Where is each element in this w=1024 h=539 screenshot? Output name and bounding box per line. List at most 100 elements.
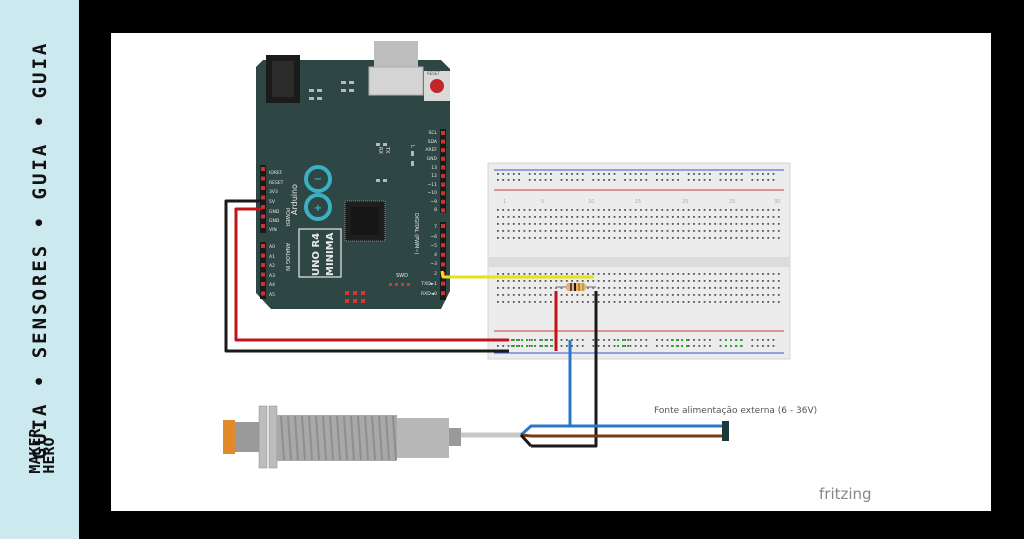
breadboard-hole — [666, 237, 669, 239]
breadboard-hole — [555, 223, 558, 225]
breadboard-hole — [714, 301, 717, 303]
breadboard-hole — [762, 173, 764, 175]
breadboard-hole — [666, 301, 669, 303]
breadboard-hole — [629, 209, 632, 211]
breadboard-hole — [656, 223, 658, 225]
digital-header-bottom — [440, 222, 446, 300]
breadboard-hole — [682, 287, 685, 289]
breadboard-hole — [634, 294, 637, 296]
breadboard-hole — [634, 287, 637, 289]
digital-header-top — [440, 129, 446, 213]
pin-label: 8 — [434, 207, 437, 213]
header-pin — [441, 224, 445, 228]
breadboard-hole — [772, 273, 775, 275]
sensor-wires — [519, 424, 723, 448]
breadboard-hole — [608, 273, 611, 275]
breadboard-hole-active — [681, 339, 683, 341]
breadboard-hole — [528, 209, 531, 211]
breadboard-hole — [661, 280, 664, 282]
breadboard-hole — [502, 273, 505, 275]
breadboard-hole — [576, 237, 579, 239]
breadboard-hole — [671, 223, 674, 225]
digital-pin-labels-top: SCL SDA AREF GND 13 12 ~11 ~10 ~9 8 — [425, 130, 438, 213]
breadboard-hole — [640, 280, 642, 282]
sensor-wire-brown — [520, 433, 723, 438]
breadboard-hole — [518, 294, 520, 296]
breadboard-hole — [539, 345, 542, 347]
breadboard-hole-active — [676, 339, 678, 341]
breadboard-hole — [539, 173, 542, 175]
breadboard-hole — [539, 294, 542, 296]
breadboard-hole — [645, 287, 648, 289]
breadboard-hole — [724, 179, 727, 181]
breadboard-hole — [640, 209, 642, 211]
breadboard-hole-active — [627, 345, 629, 347]
breadboard-hole — [544, 237, 547, 239]
breadboard-hole — [544, 280, 547, 282]
breadboard-hole — [518, 237, 520, 239]
breadboard-hole — [592, 273, 595, 275]
breadboard-hole — [714, 223, 717, 225]
breadboard-hole — [682, 280, 685, 282]
breadboard-hole — [597, 280, 600, 282]
breadboard-hole — [698, 237, 701, 239]
breadboard-hole — [735, 179, 738, 181]
sensor-thread-lines — [280, 415, 397, 461]
breadboard-hole — [624, 280, 626, 282]
breadboard-hole — [730, 216, 732, 218]
breadboard-hole — [709, 230, 711, 232]
breadboard-hole — [560, 294, 563, 296]
breadboard-hole — [634, 173, 637, 175]
breadboard-hole — [528, 173, 531, 175]
thread-line — [343, 415, 348, 461]
breadboard-hole-active — [511, 339, 513, 341]
breadboard-hole — [497, 280, 499, 282]
breadboard-hole — [603, 216, 605, 218]
sensor-nut — [268, 405, 278, 469]
breadboard-hole — [629, 237, 632, 239]
thread-line — [301, 415, 306, 461]
breadboard-hole — [608, 209, 611, 211]
breadboard-hole — [693, 223, 695, 225]
pin-label: 5V — [269, 199, 276, 205]
breadboard-hole — [772, 230, 775, 232]
breadboard-hole — [581, 345, 584, 347]
breadboard-hole — [740, 173, 743, 175]
sensor-body — [397, 418, 449, 458]
power-connector — [722, 421, 729, 441]
breadboard-hole — [507, 173, 510, 175]
breadboard-hole — [544, 301, 547, 303]
header-pin — [261, 291, 265, 296]
header-pin — [441, 139, 445, 144]
breadboard-hole — [518, 301, 520, 303]
breadboard-hole — [735, 173, 738, 175]
breadboard-hole — [603, 273, 605, 275]
breadboard-hole — [756, 339, 759, 341]
breadboard-hole — [534, 301, 536, 303]
breadboard-hole — [724, 223, 727, 225]
breadboard-hole — [709, 179, 711, 181]
breadboard-hole — [677, 287, 679, 289]
pin-label: 4 — [434, 252, 437, 258]
pin-label: GND — [427, 156, 438, 162]
breadboard-hole — [634, 339, 637, 341]
logo-plus: + — [314, 203, 322, 214]
breadboard-hole — [656, 216, 658, 218]
breadboard-hole — [740, 280, 743, 282]
breadboard-hole-active — [686, 345, 688, 347]
breadboard-hole — [666, 280, 669, 282]
breadboard-hole — [502, 179, 505, 181]
breadboard-hole — [576, 179, 579, 181]
breadboard-hole — [645, 280, 648, 282]
breadboard-hole — [544, 216, 547, 218]
breadboard-hole — [518, 209, 520, 211]
breadboard-hole — [709, 287, 711, 289]
breadboard-hole — [719, 339, 722, 341]
breadboard-hole — [512, 339, 515, 341]
breadboard-hole — [539, 230, 542, 232]
breadboard-hole — [512, 216, 515, 218]
swd-label: SWD — [396, 273, 408, 279]
breadboard-hole — [735, 209, 738, 211]
breadboard-hole — [693, 280, 695, 282]
breadboard-hole — [576, 345, 579, 347]
